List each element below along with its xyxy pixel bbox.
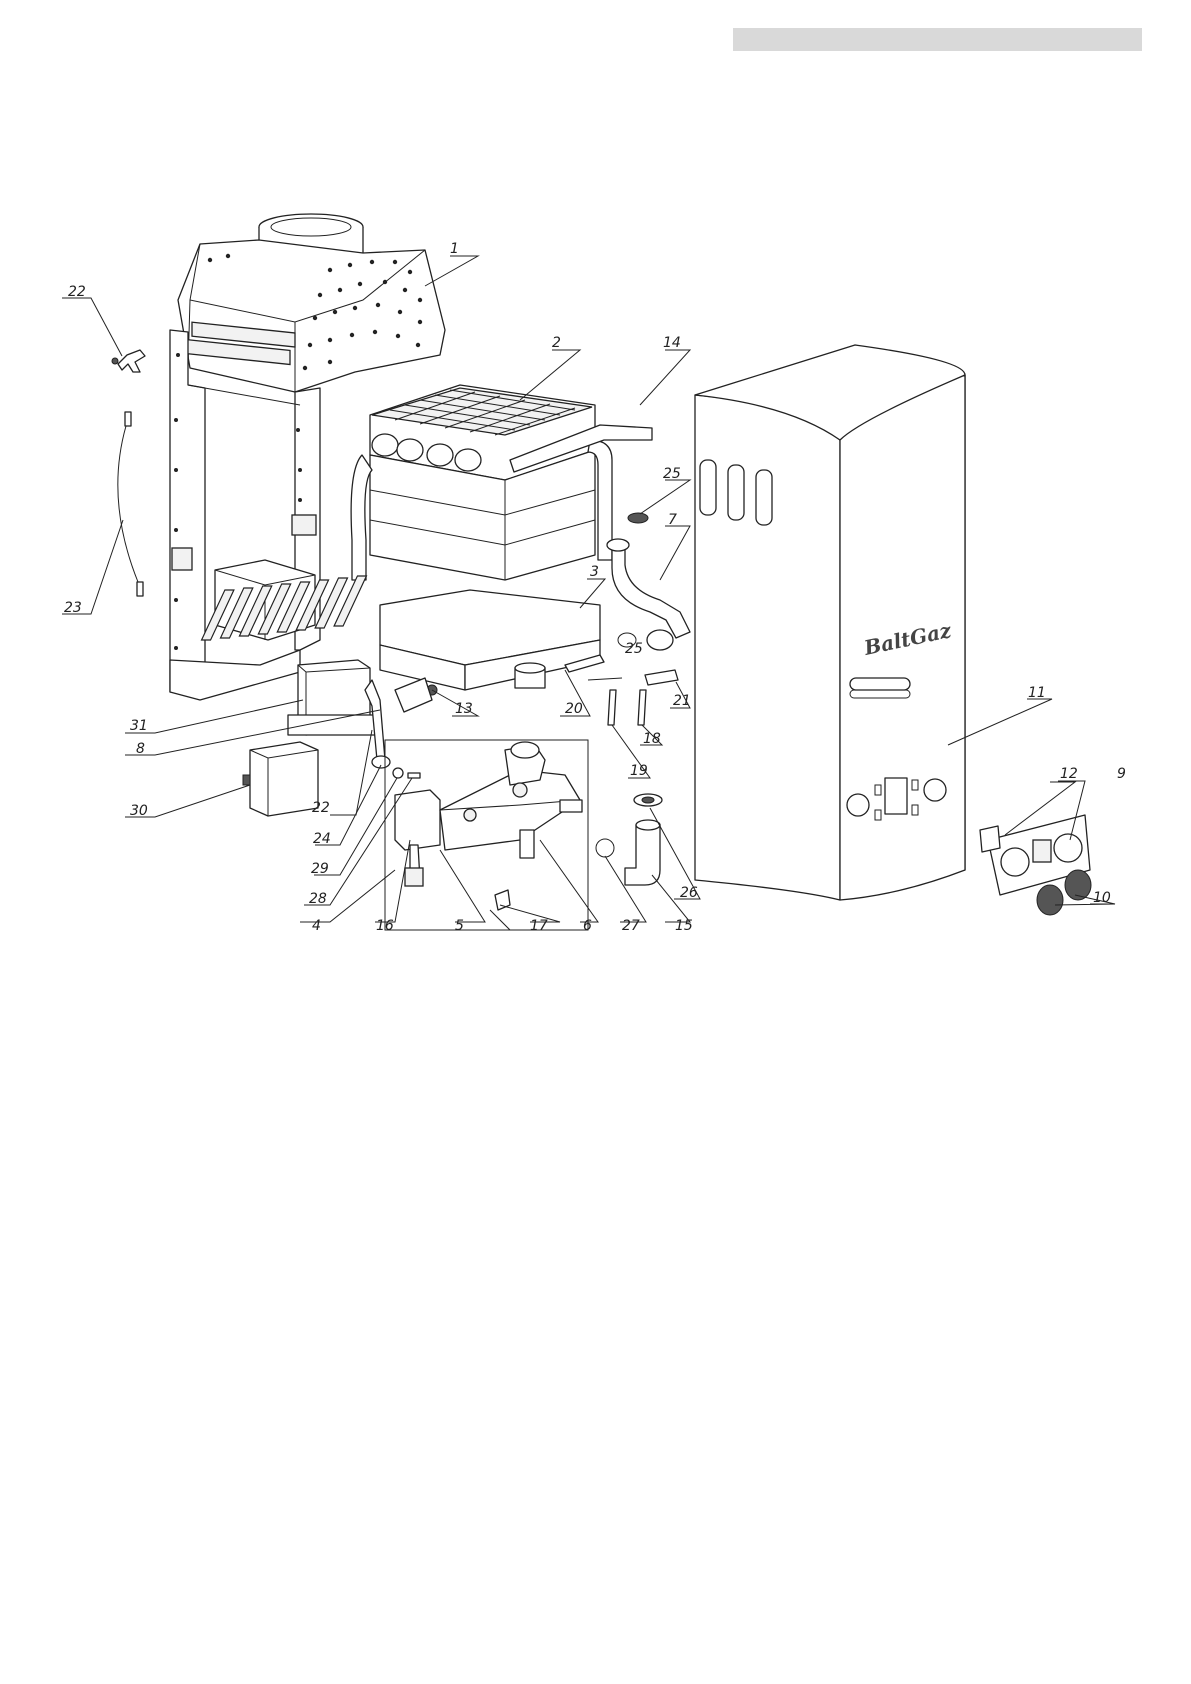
callout-22-top: 22 (68, 284, 86, 300)
callout-numbers: 22 23 1 2 14 25 7 3 25 11 12 9 10 31 8 3… (64, 241, 1126, 934)
callout-17: 17 (530, 918, 548, 934)
callout-25-bot: 25 (625, 641, 643, 657)
callout-14: 14 (663, 335, 681, 351)
callout-8: 8 (136, 741, 145, 757)
callout-20: 20 (565, 701, 583, 717)
water-pipe (606, 512, 691, 651)
frame-chassis (169, 213, 446, 701)
electrodes (564, 654, 679, 726)
callout-18: 18 (643, 731, 661, 747)
callout-4: 4 (312, 918, 321, 934)
callout-30: 30 (130, 803, 148, 819)
callout-16: 16 (376, 918, 394, 934)
callout-10: 10 (1093, 890, 1111, 906)
callout-19: 19 (630, 763, 648, 779)
header-bar (733, 28, 1142, 51)
callout-2: 2 (552, 335, 561, 351)
callout-21: 21 (673, 693, 691, 709)
callout-1: 1 (450, 241, 459, 257)
callout-12: 12 (1060, 766, 1078, 782)
leader-lines (62, 255, 1116, 923)
burner (200, 575, 601, 691)
heat-exchanger (350, 384, 653, 581)
callout-27: 27 (622, 918, 640, 934)
control-panel (979, 814, 1092, 916)
callout-25-top: 25 (663, 466, 681, 482)
callout-13: 13 (455, 701, 473, 717)
callout-24: 24 (313, 831, 331, 847)
callout-26: 26 (680, 885, 698, 901)
callout-7: 7 (668, 512, 677, 528)
callout-22-mid: 22 (312, 800, 330, 816)
callout-6: 6 (583, 918, 592, 934)
callout-11: 11 (1028, 685, 1046, 701)
small-parts-left (111, 349, 438, 817)
callout-3: 3 (590, 564, 599, 580)
callout-29: 29 (311, 861, 329, 877)
callout-28: 28 (309, 891, 327, 907)
callout-15: 15 (675, 918, 693, 934)
callout-5: 5 (455, 918, 464, 934)
gas-inlet-fitting (595, 793, 663, 886)
front-casing: BaltGaz (694, 344, 966, 901)
valve-assembly (384, 739, 589, 931)
callout-31: 31 (130, 718, 148, 734)
callout-23: 23 (64, 600, 82, 616)
callout-9: 9 (1117, 766, 1126, 782)
